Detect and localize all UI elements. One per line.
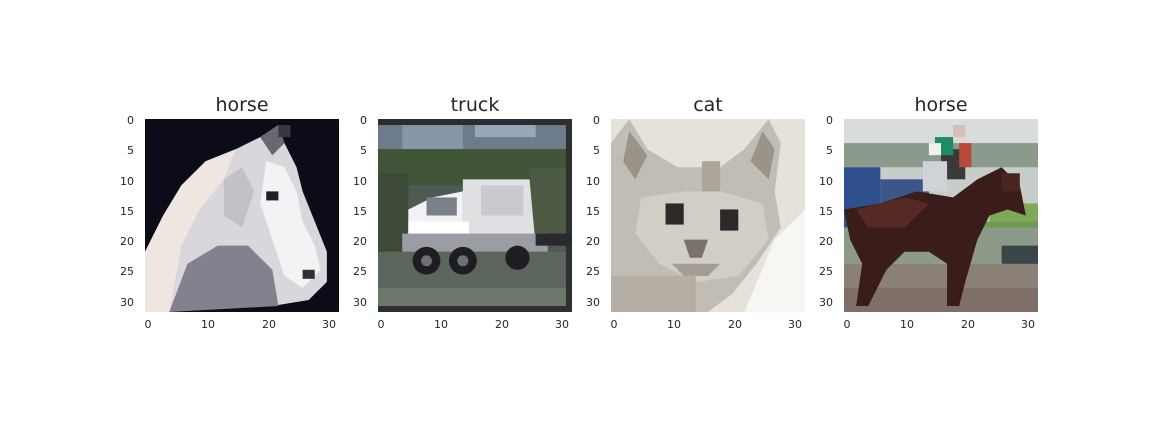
panel-title: truck [450, 94, 500, 116]
y-tick-label: 10 [819, 175, 833, 188]
y-tick-label: 30 [120, 296, 134, 309]
y-tick-label: 5 [826, 144, 833, 157]
x-tick-label: 10 [667, 318, 681, 331]
y-tick-label: 5 [360, 144, 367, 157]
panel-title: cat [693, 94, 723, 116]
y-tick-label: 10 [353, 175, 367, 188]
y-tick-label: 20 [120, 235, 134, 248]
y-tick-label: 10 [120, 175, 134, 188]
y-tick-label: 20 [353, 235, 367, 248]
panel-title: horse [914, 94, 968, 116]
x-tick-label: 30 [322, 318, 336, 331]
y-tick-label: 25 [353, 265, 367, 278]
image-horse-2 [844, 119, 1038, 312]
x-tick-label: 0 [610, 318, 618, 331]
y-tick-label: 20 [819, 235, 833, 248]
image-horse-1 [145, 119, 339, 312]
x-tick-label: 0 [843, 318, 851, 331]
y-tick-label: 20 [586, 235, 600, 248]
x-tick-label: 30 [1021, 318, 1035, 331]
image-truck [378, 119, 572, 312]
y-tick-label: 15 [586, 205, 600, 218]
y-tick-label: 30 [353, 296, 367, 309]
y-tick-label: 5 [127, 144, 134, 157]
y-tick-label: 25 [819, 265, 833, 278]
x-tick-label: 10 [434, 318, 448, 331]
x-tick-label: 10 [201, 318, 215, 331]
y-tick-label: 5 [593, 144, 600, 157]
x-tick-label: 0 [377, 318, 385, 331]
y-tick-label: 15 [353, 205, 367, 218]
y-tick-label: 0 [127, 114, 134, 127]
x-tick-label: 10 [900, 318, 914, 331]
x-tick-label: 30 [788, 318, 802, 331]
y-tick-label: 15 [120, 205, 134, 218]
y-tick-label: 10 [586, 175, 600, 188]
y-tick-label: 0 [826, 114, 833, 127]
x-tick-label: 30 [555, 318, 569, 331]
y-tick-label: 15 [819, 205, 833, 218]
x-tick-label: 0 [144, 318, 152, 331]
x-tick-label: 20 [262, 318, 276, 331]
y-tick-label: 25 [120, 265, 134, 278]
panel-title: horse [215, 94, 269, 116]
x-tick-label: 20 [495, 318, 509, 331]
x-tick-label: 20 [728, 318, 742, 331]
x-tick-label: 20 [961, 318, 975, 331]
y-tick-label: 0 [360, 114, 367, 127]
image-cat [611, 119, 805, 312]
y-tick-label: 30 [586, 296, 600, 309]
y-tick-label: 0 [593, 114, 600, 127]
y-tick-label: 25 [586, 265, 600, 278]
y-tick-label: 30 [819, 296, 833, 309]
